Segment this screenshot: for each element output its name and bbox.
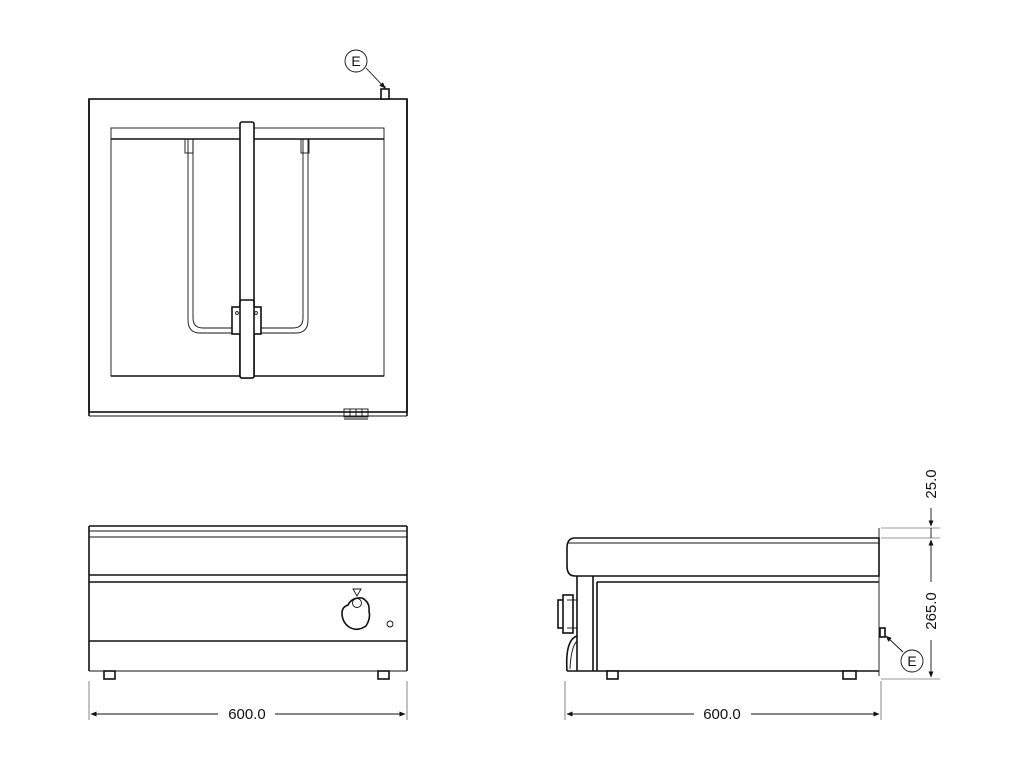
indicator-light [386,620,394,628]
side-width-dimension: 600.0 [703,706,741,723]
front-width-dimension: 600.0 [228,706,266,723]
side-foot-right [842,670,857,680]
front-foot-left [103,670,116,680]
callout-bubble-e-top [344,49,368,73]
side-connection-fitting [879,627,886,638]
front-view: 600.0 [88,525,408,723]
side-foot-left [606,670,619,680]
callout-label-e-side: E [907,653,916,669]
top-view: E [88,49,408,420]
top-thickness-dimension: 25.0 [923,469,940,498]
front-foot-right [377,670,390,680]
side-knob [557,594,577,634]
drain-connector [343,408,369,420]
body-height-dimension: 265.0 [923,592,940,630]
callout-bubble-e-side [900,649,924,673]
callout-label-e-top: E [351,53,360,69]
side-view: E 600.0 25.0 265.0 [557,469,940,723]
control-knob [341,588,371,631]
